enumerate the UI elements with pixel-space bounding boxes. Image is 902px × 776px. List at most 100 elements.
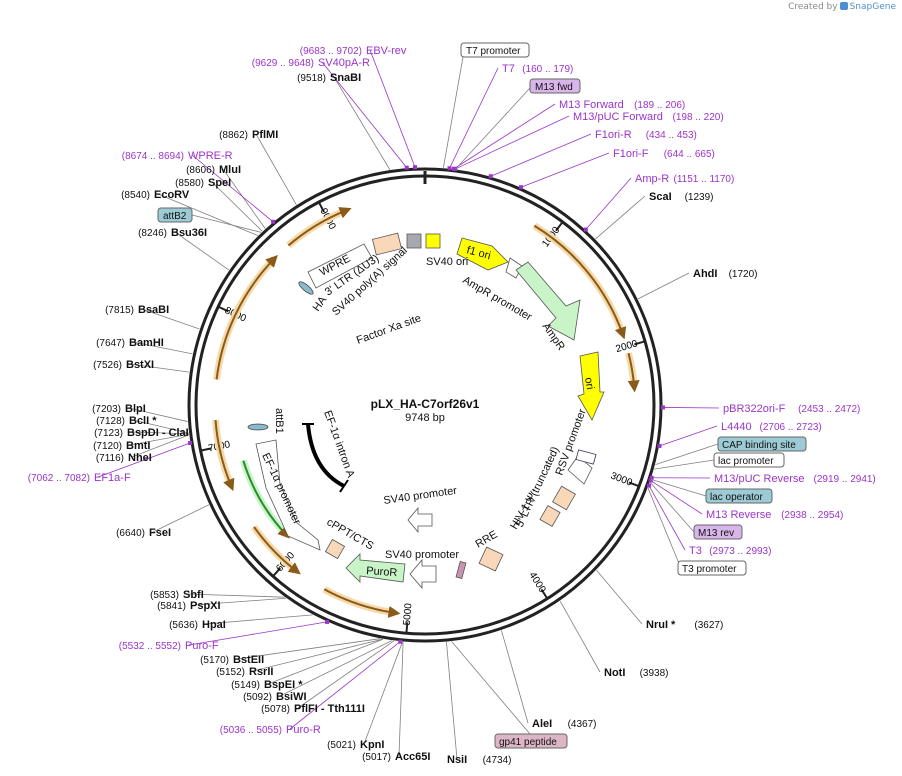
m13puc-forward-site-mark [453,166,458,171]
left-primer-labels: (9683 .. 9702) EBV-rev (9629 .. 9648) SV40p… [28,45,407,736]
bsiwi-leader [279,640,392,697]
gp41-peptide-box [494,733,568,749]
ahdi-name-label: AhdI [693,268,717,280]
orf-arc-3 [253,526,301,575]
fsei-pos-label: (6640) [116,528,145,539]
l4440-leader [659,425,718,447]
t7-promoter-top-label: T7 promoter [466,46,521,57]
f1-ori-shape [456,237,509,271]
bsu36i-pos-label: (8246) [138,228,167,239]
orf-arc-6 [287,207,352,247]
m13-forward-leader [453,103,556,170]
puro-r-pos-label: (5036 .. 5055) [220,725,282,736]
ahdi-pos-label: (1720) [729,269,758,280]
pbr322ori-f-leader [662,407,720,409]
bsteii-name-label: BstEII [233,654,264,666]
scai-name-label: ScaI [649,191,672,203]
noti-pos-label: (3938) [640,668,669,679]
nhei-name-label: NheI [128,452,152,464]
ecorv-leader [157,193,259,236]
f1ori-f-site-mark [518,185,523,190]
nrui-leader [596,569,643,625]
ampr-promoter-label: AmpR promoter [461,274,535,323]
spei-leader [211,181,263,232]
tick-7000 [200,447,212,452]
f1ori-r-name-label: F1ori-R [595,129,632,141]
blpi-leader [128,407,188,422]
sv40pa-r-name-label: SV40pA-R [318,57,370,69]
nsii-pos-label: (4734) [483,755,512,766]
noti-leader [559,600,601,673]
plasmid-size: 9748 bp [405,412,445,424]
m13-forward-name-label: M13 Forward [559,99,624,111]
kpni-leader [363,641,403,745]
m13-reverse-name-label: M13 Reverse [706,509,771,521]
t7-name-label: T7 [502,63,515,75]
ebv-rev-name-label: EBV-rev [366,45,407,57]
sbfi-leader [186,593,285,598]
ori-label: ori [582,376,596,390]
nsii-name-label: NsiI [447,754,467,766]
cppt-shape [324,538,346,560]
bsiwi-name-label: BsiWI [276,691,307,703]
lac-operator-leader [650,478,707,497]
pbr322ori-f-site-mark [660,405,665,410]
orf-arc-glow-2 [322,586,396,617]
rsrii-leader [252,638,383,672]
cap-binding-site-label: CAP binding site [722,440,796,451]
orf-arc-5 [215,255,278,380]
ebv-rev-pos-label: (9683 .. 9702) [300,46,362,57]
t7-pos-label: (160 .. 179) [522,64,573,75]
bstxi-pos-label: (7526) [93,360,122,371]
ebv-rev-site-mark [413,165,418,170]
sv40pa-r-site-mark [404,165,409,170]
ef1a-intron-tick-2 [339,479,349,493]
puro-r-name-label: Puro-R [286,724,321,736]
t3-promoter-label: T3 promoter [682,564,737,575]
ecorv-name-label: EcoRV [154,189,190,201]
cap-binding-site-leader [655,443,719,466]
tick-4000 [540,588,549,600]
rsrii-pos-label: (5152) [216,667,245,678]
tick-5000 [405,622,409,634]
ef1a-promoter-shape [255,439,321,551]
ef1a-f-name-label: EF1a-F [94,472,131,484]
bmti-name-label: BmtI [126,440,150,452]
hpai-leader [205,614,313,625]
gp41-peptide-label: gp41 peptide [499,737,557,748]
sv40pa-r-pos-label: (9629 .. 9648) [252,58,314,69]
amp-r-pos-label: (1151 .. 1170) [674,174,735,185]
fsei-leader [152,504,210,533]
m13puc-forward-pos-label: (198 .. 220) [673,112,724,123]
attb1-shape [247,423,269,431]
tick-label-5000: 5000 [402,602,415,626]
lac-promoter-label: lac promoter [718,456,774,467]
nhei-leader [131,434,190,458]
bspei-name-label: BspEI * [264,679,303,691]
tick-label-4000: 4000 [526,570,547,595]
attb2-box [157,207,193,223]
ef1a-arc [242,460,290,539]
pspxi-pos-label: (5841) [157,601,186,612]
ampr-shape [515,261,581,341]
factor-xa-label: Factor Xa site [355,312,423,346]
wpre-r-pos-label: (8674 .. 8694) [122,151,184,162]
sv40-polya-shape [406,233,422,249]
ltr3-shape [371,232,403,256]
boxed-labels: T7 promoter M13 fwd attB2 CAP binding si… [157,42,807,749]
snabi-pos-label: (9518) [297,73,326,84]
orf-arc-1 [627,352,640,393]
bspdi-leader [130,431,189,435]
sv40-promoter-1-shape [407,506,433,534]
bsabi-leader [141,308,200,330]
bsiwi-pos-label: (5092) [243,692,272,703]
m13puc-reverse-name-label: M13/pUC Reverse [714,473,804,485]
sbfi-pos-label: (5853) [150,590,179,601]
t7-promoter-box [460,42,530,58]
t7-site-mark [447,166,452,171]
m13-rev-label: M13 rev [698,528,734,539]
wpre-shape [307,243,373,289]
bstxi-name-label: BstXI [126,359,154,371]
promoter-hatch-shape [575,449,597,465]
